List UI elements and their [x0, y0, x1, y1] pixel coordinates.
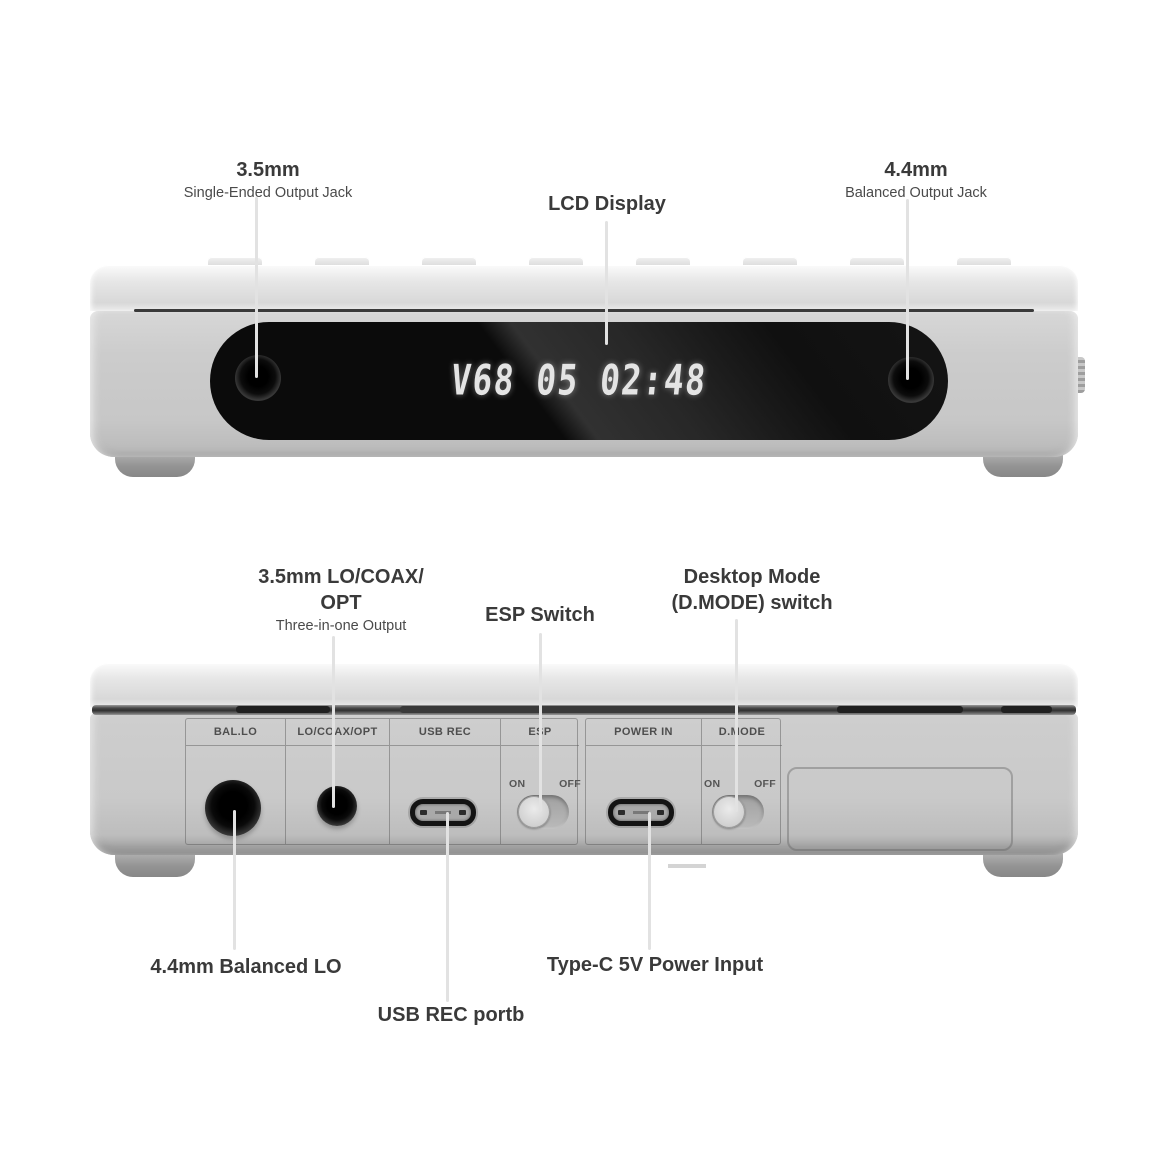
callout-title: 3.5mm	[236, 159, 300, 181]
callout-esp-switch: ESP Switch	[485, 602, 595, 628]
callout-jack-3.5mm: 3.5mm Single-Ended Output Jack	[184, 157, 352, 203]
top-button	[636, 257, 690, 268]
leader-line-jack-4.4mm	[906, 199, 909, 380]
callout-title: LCD Display	[548, 193, 666, 215]
callout-bal-lo: 4.4mm Balanced LO	[150, 954, 341, 980]
usb-c-power-in-port-icon	[608, 799, 674, 826]
seam-clip	[236, 706, 330, 713]
top-button	[315, 257, 369, 268]
jack-3.5mm-icon	[235, 355, 281, 401]
device-front-view: V68 05 02:48	[90, 257, 1085, 477]
device-top-lid	[90, 265, 1078, 311]
front-black-panel: V68 05 02:48	[210, 322, 948, 440]
callout-title: 4.4mm Balanced LO	[150, 956, 342, 978]
leader-line-lcd-display	[605, 221, 608, 345]
callout-title: 3.5mm LO/COAX/ OPT	[258, 566, 424, 614]
callout-title: Type-C 5V Power Input	[546, 954, 764, 976]
callout-usb-rec: USB REC portb	[378, 1002, 525, 1028]
lid-seam	[134, 309, 1034, 312]
usb-c-rec-port-icon	[410, 799, 476, 826]
port-cell-usb-rec: USB REC	[389, 719, 500, 844]
callout-subtitle: Balanced Output Jack	[845, 185, 987, 201]
callout-title: USB REC portb	[377, 1004, 525, 1026]
leader-line-usb-rec	[446, 812, 449, 1002]
switch-on-label: ON	[704, 778, 721, 790]
device-top-lid	[90, 663, 1078, 707]
dmode-toggle-switch-icon	[712, 795, 764, 829]
esp-toggle-switch-icon	[517, 795, 569, 829]
port-cell-power-in: POWER IN	[586, 719, 701, 844]
top-button	[743, 257, 797, 268]
volume-wheel	[1077, 357, 1085, 393]
callout-subtitle: Three-in-one Output	[275, 618, 407, 634]
port-label: POWER IN	[586, 719, 701, 746]
port-label: D.MODE	[702, 719, 782, 746]
switch-off-label: OFF	[559, 778, 581, 790]
seam-clip	[400, 706, 740, 713]
seam-clip	[1001, 706, 1052, 713]
callout-desktop-mode: Desktop Mode (D.MODE) switch	[671, 564, 832, 616]
callout-jack-4.4mm: 4.4mm Balanced Output Jack	[845, 157, 987, 203]
dmode-on-off-labels: ON OFF	[704, 778, 776, 790]
leader-line-bal-lo	[233, 810, 236, 950]
shadow-dash	[668, 864, 706, 868]
top-button	[208, 257, 262, 268]
switch-knob	[518, 796, 550, 828]
rear-port-group-right: POWER IN D.MODE	[585, 718, 782, 845]
leader-line-power-in	[648, 812, 651, 950]
jack-4.4mm-icon	[888, 357, 934, 403]
port-cell-lo-coax-opt: LO/COAX/OPT	[285, 719, 389, 844]
switch-knob	[713, 796, 745, 828]
callout-title: ESP Switch	[485, 604, 595, 626]
top-button	[422, 257, 476, 268]
leader-line-lo-coax-opt	[332, 636, 335, 808]
port-cell-bal-lo: BAL.LO	[186, 719, 285, 844]
leader-line-esp-switch	[539, 633, 542, 812]
switch-on-label: ON	[509, 778, 526, 790]
jack-3.5mm-lo-coax-opt-icon	[317, 786, 357, 826]
leader-line-jack-3.5mm	[255, 197, 258, 378]
rear-port-group-left: BAL.LO LO/COAX/OPT USB REC ESP	[185, 718, 579, 845]
port-cell-dmode: D.MODE	[701, 719, 782, 844]
leader-line-dmode-switch	[735, 619, 738, 812]
switch-off-label: OFF	[754, 778, 776, 790]
battery-cover-outline	[787, 767, 1013, 851]
callout-title: 4.4mm	[884, 159, 948, 181]
top-button	[957, 257, 1011, 268]
top-button	[529, 257, 583, 268]
port-label: BAL.LO	[186, 719, 285, 746]
callout-subtitle: Single-Ended Output Jack	[183, 185, 353, 201]
device-body	[90, 713, 1078, 855]
callout-lo-coax-opt: 3.5mm LO/COAX/ OPT Three-in-one Output	[258, 564, 424, 636]
callout-power-in: Type-C 5V Power Input	[547, 952, 763, 978]
port-label: LO/COAX/OPT	[286, 719, 389, 746]
callout-title: Desktop Mode (D.MODE) switch	[671, 566, 833, 614]
device-rear-view: BAL.LO LO/COAX/OPT USB REC ESP POWER IN …	[90, 663, 1078, 877]
top-button	[850, 257, 904, 268]
seam-clip	[837, 706, 963, 713]
esp-on-off-labels: ON OFF	[509, 778, 581, 790]
port-label: USB REC	[390, 719, 500, 746]
lcd-screen-text: V68 05 02:48	[448, 355, 710, 405]
rear-port-panel: BAL.LO LO/COAX/OPT USB REC ESP POWER IN …	[185, 718, 782, 845]
callout-lcd-display: LCD Display	[548, 191, 666, 217]
